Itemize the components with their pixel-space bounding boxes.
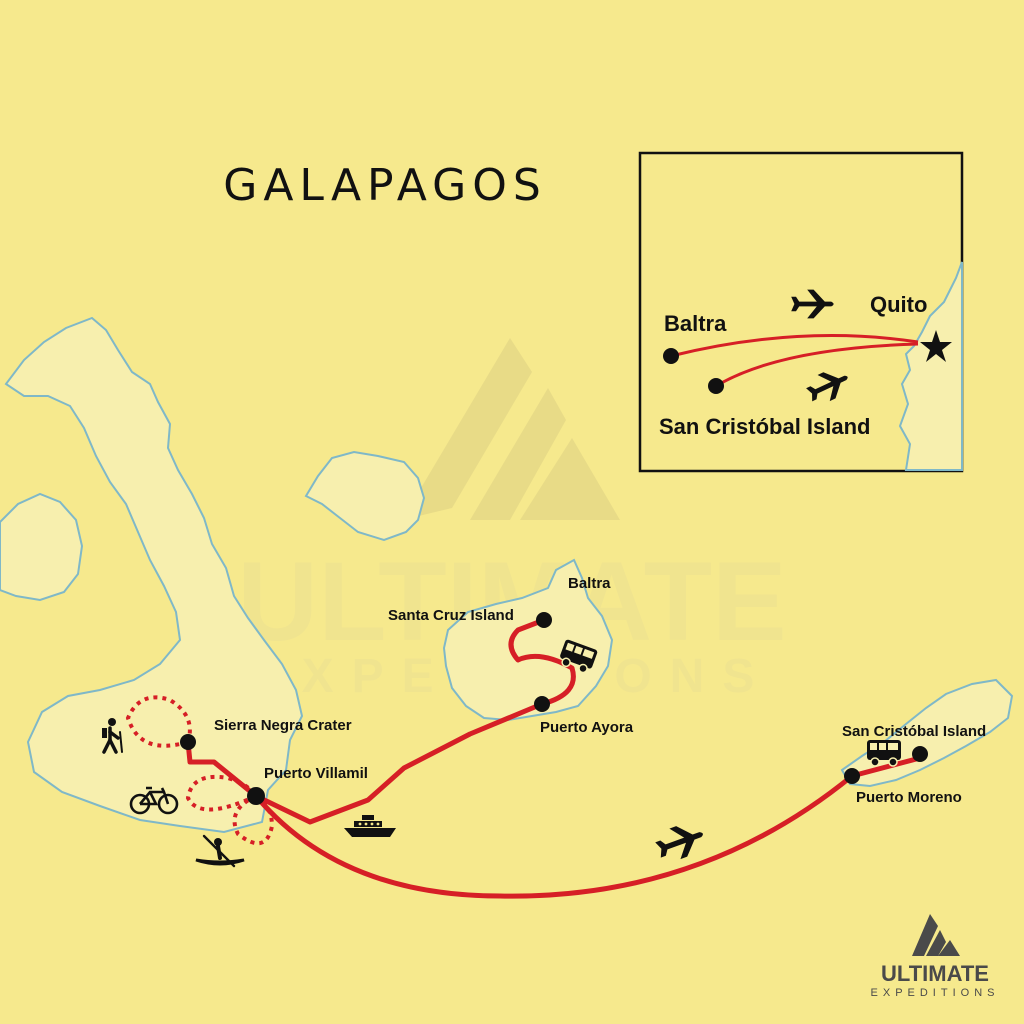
route-flight-villamil-to-moreno	[253, 773, 855, 899]
marker-santa-cruz	[536, 612, 552, 628]
marker-sierra-negra	[180, 734, 196, 750]
inset-map: Quito Baltra San Cristóbal Island	[638, 151, 964, 473]
kayak-loop	[232, 794, 275, 846]
activity-loops	[125, 695, 275, 846]
inset-label-baltra: Baltra	[664, 311, 727, 336]
route-boat-villamil-to-ayora	[253, 701, 545, 825]
bicycle-icon	[129, 786, 179, 815]
brand-line2: EXPEDITIONS	[871, 987, 1000, 999]
inset-route-baltra	[670, 334, 919, 358]
marker-puerto-villamil	[247, 787, 265, 805]
label-sierra-negra: Sierra Negra Crater	[214, 717, 352, 734]
marker-san-cristobal	[912, 746, 928, 762]
inset-marker-baltra	[663, 348, 679, 364]
label-puerto-villamil: Puerto Villamil	[264, 765, 368, 782]
ecuador-mainland	[898, 261, 963, 471]
label-puerto-ayora: Puerto Ayora	[540, 719, 634, 736]
santiago-island	[304, 450, 426, 542]
inset-label-quito: Quito	[870, 292, 927, 317]
marker-puerto-ayora	[534, 696, 550, 712]
fernandina-island	[0, 492, 84, 602]
label-santa-cruz: Santa Cruz Island	[388, 607, 514, 624]
brand-logo: ULTIMATE EXPEDITIONS	[871, 914, 1000, 999]
label-san-cristobal: San Cristóbal Island	[842, 723, 986, 740]
kayak-icon	[195, 834, 245, 868]
quito-star-icon	[920, 330, 952, 362]
route-bus-moreno-to-san-cristobal	[849, 755, 923, 779]
cycling-loop	[185, 775, 258, 812]
brand-line1: ULTIMATE	[881, 961, 989, 986]
hiker-icon	[102, 718, 123, 754]
inset-marker-san-cristobal	[708, 378, 724, 394]
inset-label-san-cristobal: San Cristóbal Island	[659, 414, 871, 439]
ship-icon	[344, 815, 396, 837]
label-baltra: Baltra	[568, 575, 611, 592]
brand-logo-icon	[912, 914, 960, 956]
santa-cruz-island	[442, 558, 614, 722]
label-puerto-moreno: Puerto Moreno	[856, 789, 962, 806]
inset-route-san-cristobal	[715, 342, 919, 388]
route-sierra-negra-to-villamil	[185, 739, 259, 799]
watermark-logo-icon	[402, 338, 620, 520]
marker-puerto-moreno	[844, 768, 860, 784]
hiking-loop	[125, 695, 192, 748]
waypoints	[180, 612, 928, 805]
routes	[185, 617, 923, 899]
map-title: GALAPAGOS	[223, 160, 547, 211]
route-bus-ayora-to-baltra	[508, 617, 576, 707]
islands	[0, 316, 1014, 834]
